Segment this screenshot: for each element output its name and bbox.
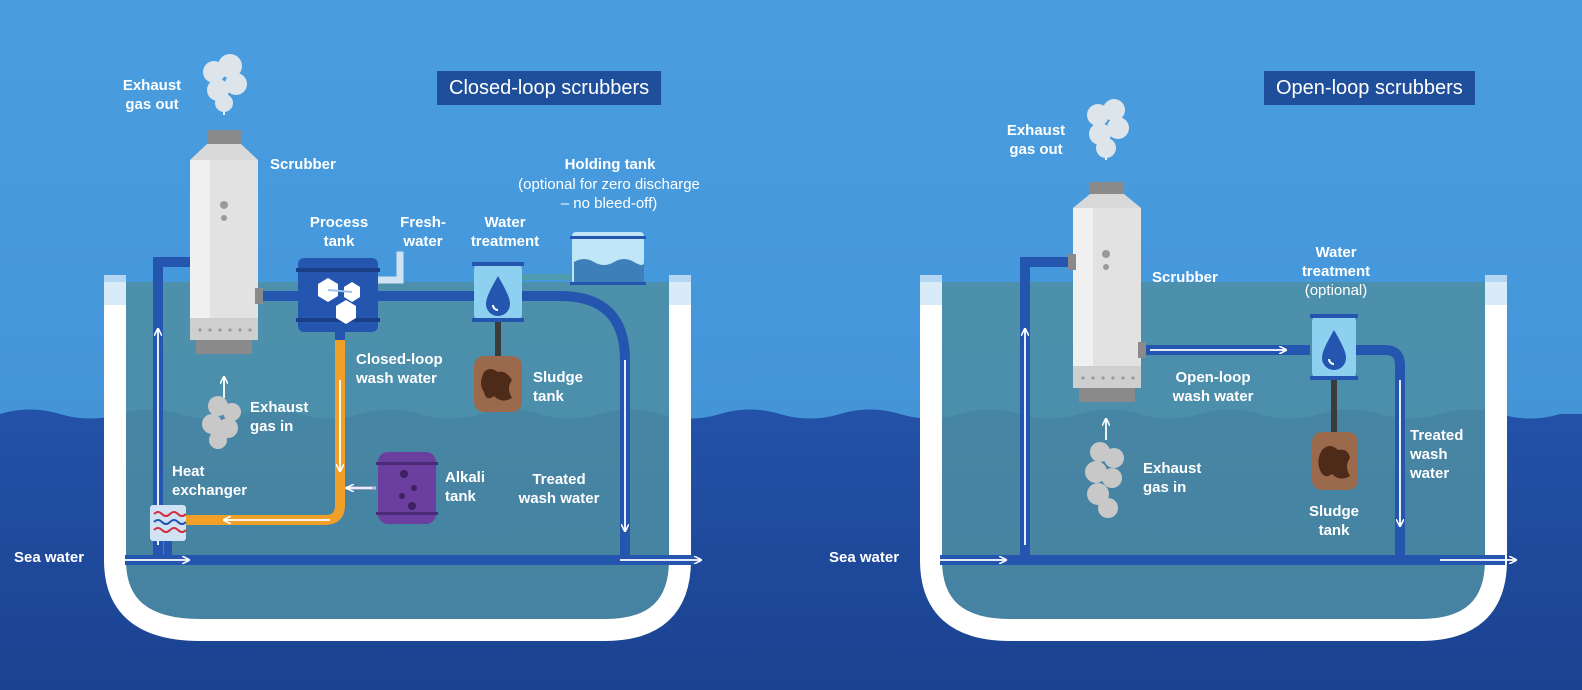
open-water-treatment-label: Water treatment (1301, 244, 1371, 280)
water-drop-icon (1310, 314, 1358, 434)
smoke-cloud-icon (1087, 99, 1129, 158)
open-loop-title: Open-loop scrubbers (1264, 71, 1475, 105)
wave-lines-icon (150, 505, 187, 541)
smoke-cloud-icon (203, 54, 247, 112)
open-water-treatment-note: (optional) (1304, 282, 1368, 299)
sludge-blob-icon (474, 356, 522, 412)
sludge-blob-icon (1312, 432, 1358, 490)
holding-tank-label: Holding tank (564, 156, 656, 173)
closed-scrubber-label: Scrubber (270, 156, 336, 173)
alkali-tank-label: Alkali tank (445, 469, 486, 505)
closed-exhaust-in-label: Exhaust gas in (250, 399, 309, 435)
smoke-cloud-icon (1085, 442, 1124, 518)
open-exhaust-in-label: Exhaust gas in (1143, 460, 1202, 496)
closed-loop-title: Closed-loop scrubbers (437, 71, 662, 105)
water-drop-icon (472, 262, 524, 358)
process-tank-label: Process tank (309, 214, 369, 250)
open-sea-water-label: Sea water (829, 549, 900, 566)
open-sludge-tank-label: Sludge tank (1308, 503, 1359, 539)
holding-tank-note: (optional for zero discharge – no bleed-… (518, 176, 700, 212)
molecule-icon (296, 258, 380, 332)
smoke-cloud-icon (202, 396, 241, 449)
closed-loop-scrubber (190, 130, 263, 354)
closed-water-treatment-label: Water treatment (470, 214, 540, 250)
open-loop-scrubber (1068, 182, 1146, 402)
closed-sludge-tank-label: Sludge tank (533, 369, 584, 405)
closed-treated-wash-water-label: Treated wash water (518, 471, 600, 507)
closed-sea-water-label: Sea water (14, 549, 85, 566)
open-scrubber-label: Scrubber (1152, 269, 1218, 286)
holding-tank (570, 232, 646, 285)
bubbles-icon (345, 452, 438, 524)
heat-exchanger-label: Heat exchanger (172, 463, 248, 499)
open-loop-wash-water-label: Open-loop wash water (1172, 369, 1254, 405)
fresh-water-label: Fresh- water (400, 214, 446, 250)
open-treated-wash-water-label: Treated wash water (1410, 427, 1464, 482)
open-exhaust-out-label: Exhaust gas out (1006, 122, 1066, 158)
closed-exhaust-out-label: Exhaust gas out (122, 77, 182, 113)
closed-loop-wash-water-label: Closed-loop wash water (356, 351, 443, 387)
closed-loop-pipes (125, 251, 695, 565)
